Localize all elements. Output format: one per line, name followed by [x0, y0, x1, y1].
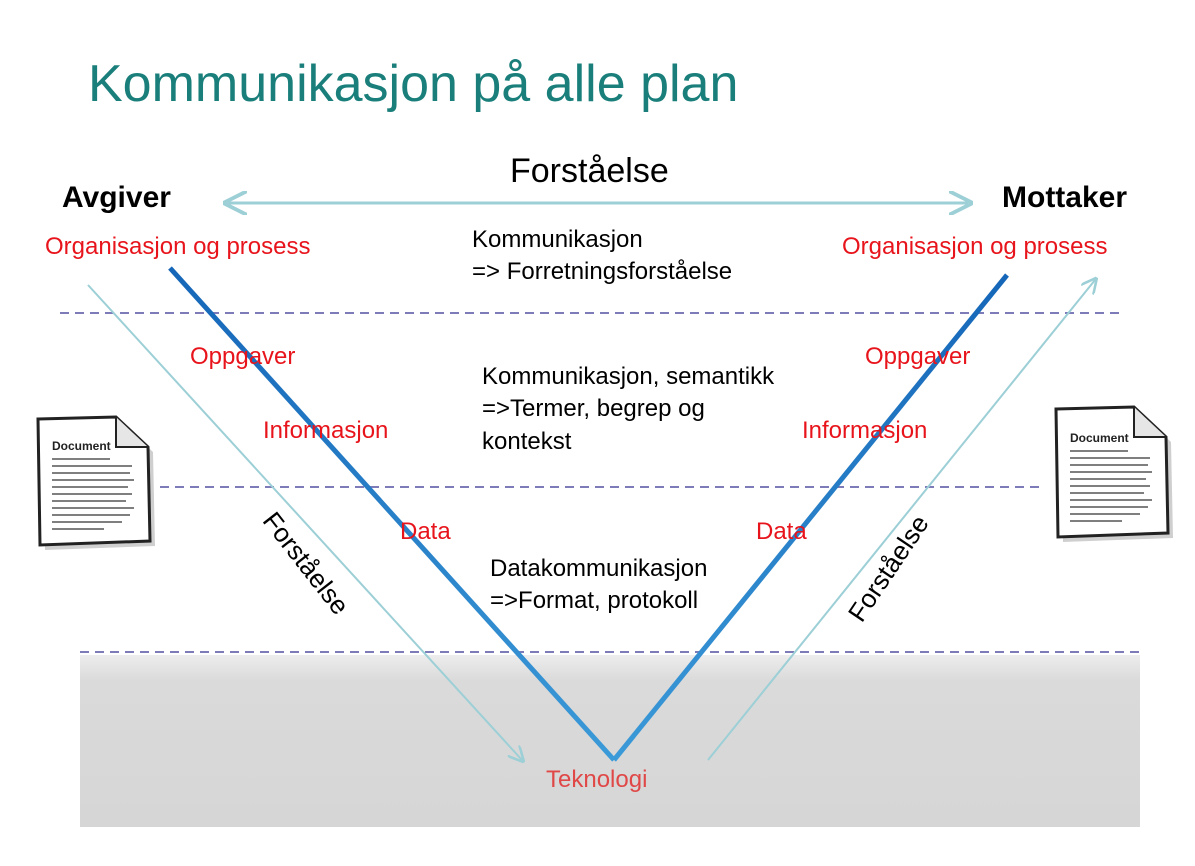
document-icon-left: Document — [36, 415, 155, 550]
left-data-label: Data — [400, 518, 451, 545]
left-org-label: Organisasjon og prosess — [45, 233, 311, 260]
document-icon-left-title: Document — [52, 439, 111, 453]
right-understanding-arrow — [707, 280, 1095, 761]
right-header: Mottaker — [1002, 181, 1128, 214]
level3-line-2: =>Format, protokoll — [490, 587, 699, 615]
left-tasks-label: Oppgaver — [190, 343, 296, 370]
technology-band — [80, 655, 1140, 827]
document-icon-right: Document — [1054, 405, 1173, 542]
left-info-label: Informasjon — [263, 417, 389, 444]
level2-text: Kommunikasjon, semantikk =>Termer, begre… — [482, 361, 774, 458]
level1-line-1: Kommunikasjon — [472, 226, 643, 253]
right-org-label: Organisasjon og prosess — [842, 233, 1108, 260]
v-right-line — [612, 273, 1009, 762]
right-tasks-label: Oppgaver — [865, 343, 971, 370]
document-icon-right-title: Document — [1070, 431, 1129, 445]
level2-line-2: =>Termer, begrep og — [482, 395, 705, 423]
level3-line-1: Datakommunikasjon — [490, 555, 708, 582]
left-understanding-arrow — [87, 284, 522, 760]
right-data-label: Data — [756, 518, 807, 545]
level3-text: Datakommunikasjon =>Format, protokoll — [490, 553, 707, 618]
level1-text: Kommunikasjon => Forretningsforståelse — [472, 224, 732, 289]
right-info-label: Informasjon — [802, 417, 928, 444]
slide-title: Kommunikasjon på alle plan — [88, 55, 739, 113]
left-header: Avgiver — [62, 181, 171, 214]
level2-line-1: Kommunikasjon, semantikk — [482, 363, 775, 390]
level2-line-3: kontekst — [482, 427, 572, 455]
top-arrow-label: Forståelse — [510, 152, 669, 190]
level1-line-2: => Forretningsforståelse — [472, 258, 733, 286]
technology-label: Teknologi — [546, 766, 648, 793]
v-left-line — [168, 266, 616, 762]
